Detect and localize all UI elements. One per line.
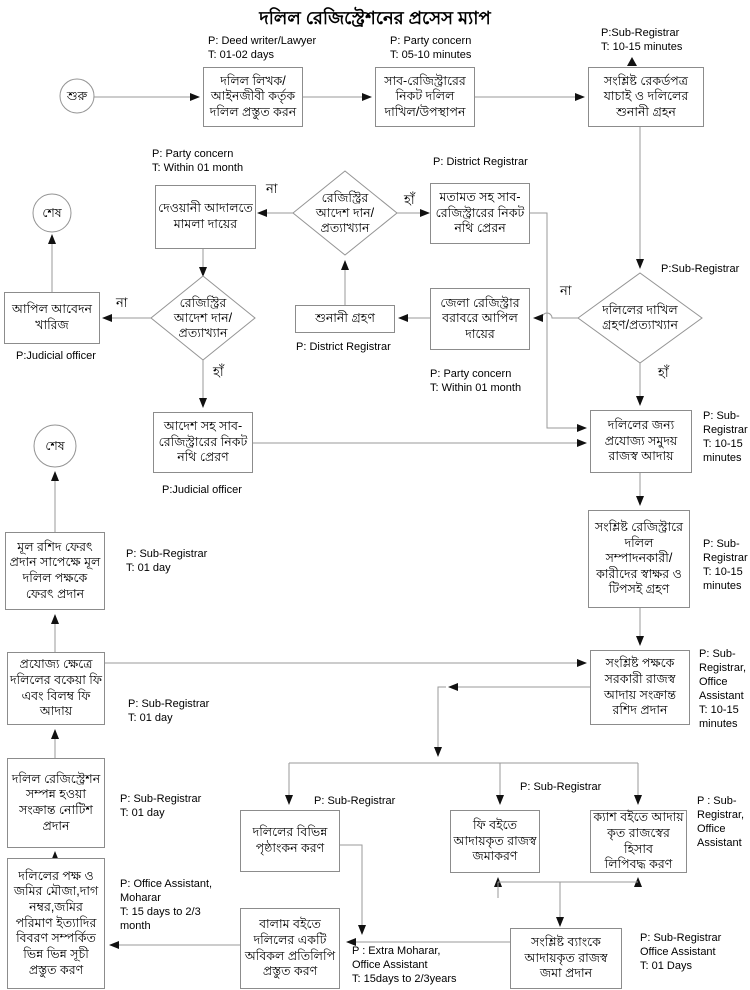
annotation-deed-writer: P: Deed writer/Lawyer T: 01-02 days [208, 35, 317, 62]
step-endorsement: দলিলের বিভিন্ন পৃষ্ঠাংকন করণ [240, 810, 340, 872]
annotation-sub-registrar-4: P: Sub- Registrar T: 10-15 minutes [703, 538, 748, 593]
diamond-deed-submission [577, 272, 703, 364]
annotation-sub-registrar-office-assistant-3: P: Sub-Registrar Office Assistant T: 01 … [640, 932, 722, 973]
step-collect-arrear-late-fee: প্রযোজ্য ক্ষেত্রে দলিলের বকেয়া ফি এবং ব… [7, 652, 105, 725]
annotation-sub-registrar-3: P: Sub- Registrar T: 10-15 minutes [703, 410, 748, 465]
page-title: দলিল রেজিস্ট্রেশনের প্রসেস ম্যাপ [259, 8, 491, 28]
step-send-file-with-opinion: মতামত সহ সাব- রেজিস্ট্রারের নিকট নথি প্র… [430, 183, 530, 244]
annotation-sub-registrar-8: P: Sub-Registrar [314, 795, 396, 807]
connector-arrows [48, 57, 644, 949]
decision-registry-order-2-label: রেজিস্ট্রির আদেশ দান/ প্রত্যাখ্যান [173, 295, 233, 340]
annotation-sub-registrar-5: P: Sub-Registrar T: 01 day [126, 548, 208, 575]
step-civil-court-case: দেওয়ানী আদালতে মামলা দায়ের [155, 185, 256, 249]
annotation-sub-registrar-office-assistant-2: P : Sub- Registrar, Office Assistant [697, 795, 745, 850]
step-cash-book-record: ক্যাশ বইতে আদায় কৃত রাজস্বের হিসাব লিপি… [590, 810, 687, 873]
decision-registry-order-1-label: রেজিস্ট্রির আদেশ দান/ প্রত্যাখ্যান [315, 190, 375, 235]
annotation-party-concern-3: P: Party concern T: Within 01 month [430, 368, 522, 395]
decision-diamonds [150, 170, 703, 364]
step-signature-thumbprint: সংশ্লিষ্ট রেজিস্ট্রারে দলিল সম্পাদনকারী/… [588, 510, 690, 608]
annotation-office-assistant-moharar: P: Office Assistant, Moharar T: 15 days … [120, 878, 213, 933]
step-collect-revenue: দলিলের জন্য প্রযোজ্য সমুদয় রাজস্ব আদায় [590, 410, 692, 473]
step-completion-notice: দলিল রেজিস্ট্রেশন সম্পন্ন হওয়া সংক্রান্… [7, 758, 105, 848]
terminator-circles [32, 78, 95, 468]
step-prepare-deed: দলিল লিখক/ আইনজীবী কর্তৃক দলিল প্রস্তুত … [203, 67, 303, 127]
end-terminator-2-label: শেষ [45, 438, 65, 453]
edge-label-yes-1: হাঁ [404, 192, 415, 207]
step-appeal-to-district-registrar: জেলা রেজিস্ট্রার বরাবরে আপিল দায়ের [430, 288, 530, 350]
annotation-party-concern-1: P: Party concern T: 05-10 minutes [390, 35, 472, 62]
diamond-registry-order-1 [292, 170, 398, 256]
annotation-sub-registrar-office-assistant-1: P: Sub- Registrar, Office Assistant T: 1… [699, 648, 747, 731]
step-return-original-deed: মূল রশিদ ফেরৎ প্রদান সাপেক্ষে মূল দলিল প… [5, 532, 105, 610]
annotation-judicial-officer-2: P:Judicial officer [162, 484, 242, 496]
step-hearing: শুনানী গ্রহণ [295, 305, 395, 333]
end-terminator-1-label: শেষ [42, 205, 62, 220]
annotation-district-registrar-2: P: District Registrar [296, 341, 391, 353]
annotation-sub-registrar-6: P: Sub-Registrar T: 01 day [128, 698, 210, 725]
start-circle [59, 78, 95, 114]
annotation-party-concern-2: P: Party concern T: Within 01 month [152, 148, 244, 175]
annotation-judicial-officer-1: P:Judicial officer [16, 350, 96, 362]
start-terminator-label: শুরু [66, 88, 88, 103]
step-send-file-with-order: আদেশ সহ সাব- রেজিস্ট্রারের নিকট নথি প্রে… [153, 412, 253, 473]
annotation-sub-registrar-2: P:Sub-Registrar [661, 263, 740, 275]
edge-label-no-1: না [266, 181, 278, 196]
stray-up-arrowhead [627, 57, 637, 66]
edge-label-no-3: না [560, 283, 572, 298]
annotation-extra-moharar: P : Extra Moharar, Office Assistant T: 1… [352, 945, 457, 986]
annotation-sub-registrar-7: P: Sub-Registrar T: 01 day [120, 793, 202, 820]
annotation-sub-registrar-9: P: Sub-Registrar [520, 781, 602, 793]
step-provide-receipt: সংশ্লিষ্ট পক্ষকে সরকারী রাজস্ব আদায় সংক… [590, 650, 690, 725]
step-appeal-dismissed: আপিল আবেদন খারিজ [4, 292, 100, 344]
edge-label-yes-3: হাঁ [658, 365, 669, 380]
step-submit-deed: সাব-রেজিস্ট্রারের নিকট দলিল দাখিল/উপস্থা… [375, 67, 475, 127]
end-circle-2 [33, 424, 77, 468]
annotation-sub-registrar-1: P:Sub-Registrar T: 10-15 minutes [601, 27, 683, 54]
step-verify-records: সংশ্লিষ্ট রেকর্ডপত্র যাচাই ও দলিলের শুনা… [588, 67, 704, 127]
decision-deed-submission-label: দলিলের দাখিল গ্রহণ/প্রত্যাখ্যান [602, 303, 678, 332]
edge-label-no-2: না [116, 295, 128, 310]
annotation-district-registrar-1: P: District Registrar [433, 156, 528, 168]
step-bank-deposit: সংশ্লিষ্ট ব্যাংকে আদায়কৃত রাজস্ব জমা প্… [510, 928, 622, 989]
step-balam-copy: বালাম বইতে দলিলের একটি অবিকল প্রতিলিপি প… [240, 908, 340, 989]
diamond-registry-order-2 [150, 275, 256, 361]
step-prepare-indexes: দলিলের পক্ষ ও জমির মৌজা,দাগ নম্বর,জমির প… [7, 858, 105, 989]
edge-label-yes-2: হাঁ [213, 364, 224, 379]
end-circle-1 [32, 193, 72, 233]
step-fee-book-deposit: ফি বইতে আদায়কৃত রাজস্ব জমাকরণ [450, 810, 540, 873]
